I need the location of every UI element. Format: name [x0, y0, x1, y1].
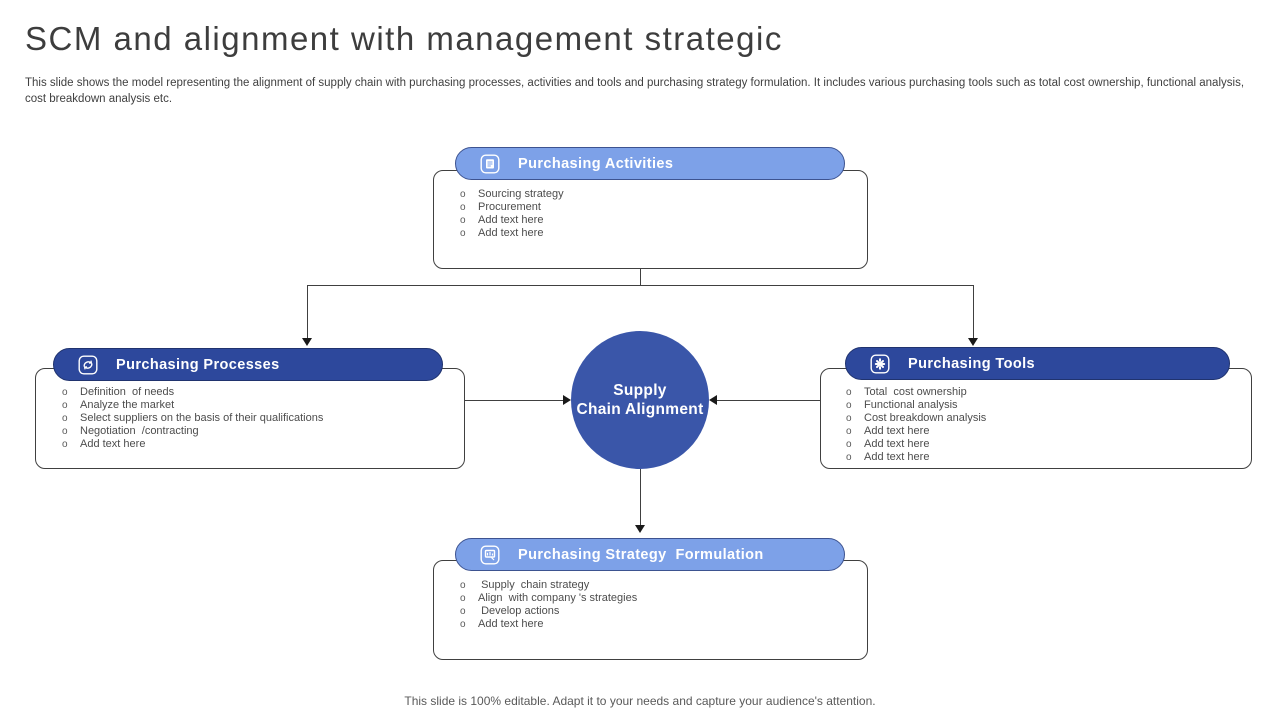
connector-to-processes	[307, 285, 308, 338]
bullet-icon: o	[62, 400, 68, 411]
document-icon	[478, 152, 502, 176]
processes-header-pill: Purchasing Processes	[53, 348, 443, 381]
bullet-icon: o	[460, 619, 466, 630]
list-item: o Analyze the market	[62, 399, 457, 412]
activities-title: Purchasing Activities	[518, 155, 674, 172]
list-item: o Add text here	[846, 451, 1246, 464]
connector-processes-to-circle	[463, 400, 564, 401]
list-item-text: Sourcing strategy	[478, 188, 564, 200]
bullet-icon: o	[460, 593, 466, 604]
list-item: o Select suppliers on the basis of their …	[62, 412, 457, 425]
list-item: o Total cost ownership	[846, 386, 1246, 399]
tools-header-pill: Purchasing Tools	[845, 347, 1230, 380]
bullet-icon: o	[460, 215, 466, 226]
connector-top-stub	[640, 267, 641, 286]
connector-branch	[307, 285, 974, 286]
list-item-text: Definition of needs	[80, 386, 175, 398]
bullet-icon: o	[62, 413, 68, 424]
list-item: o Sourcing strategy	[460, 188, 860, 201]
list-item-text: Negotiation /contracting	[80, 425, 199, 437]
list-item: o Add text here	[846, 438, 1246, 451]
connector-circle-to-strategy	[640, 469, 641, 526]
list-item: o Align with company 's strategies	[460, 592, 860, 605]
list-item-text: Add text here	[864, 451, 930, 463]
list-item: o Supply chain strategy	[460, 579, 860, 592]
bullet-icon: o	[460, 580, 466, 591]
list-item: o Add text here	[460, 214, 860, 227]
list-item: o Cost breakdown analysis	[846, 412, 1246, 425]
list-item-text: Cost breakdown analysis	[864, 412, 987, 424]
arrowhead-down-icon	[968, 338, 978, 346]
list-item: o Add text here	[62, 438, 457, 451]
bullet-icon: o	[460, 202, 466, 213]
list-item: o Functional analysis	[846, 399, 1246, 412]
bullet-icon: o	[846, 400, 852, 411]
arrowhead-left-icon	[709, 395, 717, 405]
bullet-icon: o	[846, 452, 852, 463]
bullet-icon: o	[846, 439, 852, 450]
process-cycle-icon	[76, 353, 100, 377]
supply-chain-alignment-circle: Supply Chain Alignment	[571, 331, 709, 469]
bullet-icon: o	[846, 413, 852, 424]
list-item-text: Select suppliers on the basis of their q…	[80, 412, 324, 424]
list-item: o Develop actions	[460, 605, 860, 618]
list-item: o Add text here	[460, 618, 860, 631]
strategy-box	[433, 560, 868, 660]
bullet-icon: o	[62, 439, 68, 450]
list-item: o Definition of needs	[62, 386, 457, 399]
bullet-icon: o	[846, 387, 852, 398]
tools-box	[820, 368, 1252, 469]
processes-title: Purchasing Processes	[116, 356, 280, 373]
tools-title: Purchasing Tools	[908, 355, 1035, 372]
chart-board-icon	[478, 543, 502, 567]
list-item-text: Add text here	[864, 438, 930, 450]
arrowhead-down-icon	[302, 338, 312, 346]
activities-header-pill: Purchasing Activities	[455, 147, 845, 180]
bullet-icon: o	[460, 606, 466, 617]
list-item-text: Procurement	[478, 201, 541, 213]
footer-note: This slide is 100% editable. Adapt it to…	[404, 694, 876, 708]
slide-description: This slide shows the model representing …	[25, 77, 1245, 105]
connector-to-tools	[973, 285, 974, 338]
strategy-title: Purchasing Strategy Formulation	[518, 546, 764, 563]
list-item-text: Total cost ownership	[864, 386, 967, 398]
list-item: o Add text here	[460, 227, 860, 240]
list-item-text: Functional analysis	[864, 399, 958, 411]
bullet-icon: o	[846, 426, 852, 437]
strategy-header-pill: Purchasing Strategy Formulation	[455, 538, 845, 571]
list-item: o Add text here	[846, 425, 1246, 438]
list-item-text: Add text here	[478, 618, 544, 630]
list-item-text: Add text here	[864, 425, 930, 437]
gear-icon	[868, 352, 892, 376]
activities-box	[433, 170, 868, 269]
list-item-text: Analyze the market	[80, 399, 175, 411]
bullet-icon: o	[460, 189, 466, 200]
page-title: SCM and alignment with management strate…	[25, 20, 783, 57]
bullet-icon: o	[62, 426, 68, 437]
arrowhead-right-icon	[563, 395, 571, 405]
list-item-text: Add text here	[478, 214, 544, 226]
list-item: o Procurement	[460, 201, 860, 214]
list-item-text: Align with company 's strategies	[478, 592, 638, 604]
list-item: o Negotiation /contracting	[62, 425, 457, 438]
circle-label-line1: Supply	[613, 382, 667, 399]
list-item-text: Add text here	[478, 227, 544, 239]
connector-tools-to-circle	[717, 400, 820, 401]
list-item-text: Develop actions	[478, 605, 560, 617]
arrowhead-down-icon	[635, 525, 645, 533]
bullet-icon: o	[62, 387, 68, 398]
bullet-icon: o	[460, 228, 466, 239]
circle-label-line2: Chain Alignment	[576, 401, 704, 418]
list-item-text: Add text here	[80, 438, 146, 450]
list-item-text: Supply chain strategy	[478, 579, 590, 591]
